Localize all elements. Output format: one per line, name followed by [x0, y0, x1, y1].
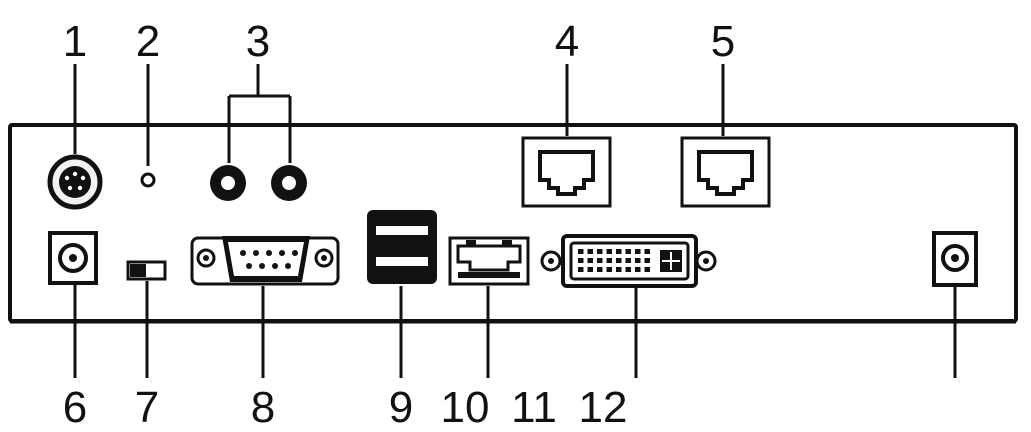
db9-serial-port	[190, 236, 340, 286]
dvi-pin	[644, 258, 650, 263]
callout-10: 10	[441, 383, 490, 432]
mini-din-port	[47, 154, 103, 210]
rj45-port-b	[680, 136, 771, 208]
dvi-pin	[625, 258, 631, 263]
callout-7: 7	[135, 383, 159, 432]
dvi-pin	[578, 249, 584, 254]
callout-9: 9	[389, 383, 413, 432]
reset-pinhole	[140, 172, 156, 188]
dvi-port	[540, 234, 717, 288]
dvi-pin	[597, 249, 603, 254]
callout-12: 12	[579, 383, 628, 432]
dvi-pin	[635, 258, 641, 263]
callout-8: 8	[251, 383, 275, 432]
dvi-pin	[616, 267, 622, 272]
dvi-pin	[606, 249, 612, 254]
dvi-pin	[606, 258, 612, 263]
dvi-pin	[597, 267, 603, 272]
callout-2: 2	[136, 17, 160, 66]
slide-switch	[126, 260, 167, 281]
callout-5: 5	[711, 17, 735, 66]
audio-jacks	[210, 165, 307, 201]
callout-6: 6	[63, 383, 87, 432]
rj45-port-a	[521, 136, 612, 208]
dvi-pin	[587, 249, 593, 254]
chassis	[8, 123, 1018, 324]
dvi-pin	[625, 267, 631, 272]
dvi-pin	[597, 258, 603, 263]
dvi-pin	[644, 249, 650, 254]
callouts-top: 1 2 3 4 5	[63, 17, 735, 66]
dvi-pin	[625, 249, 631, 254]
callout-4: 4	[555, 17, 579, 66]
usb-ports	[367, 210, 437, 284]
power-jack-right	[932, 231, 978, 287]
callout-11: 11	[511, 383, 557, 432]
sfp-port	[448, 236, 530, 286]
dvi-pin	[578, 258, 584, 263]
dvi-pin	[578, 267, 584, 272]
dvi-pin	[635, 267, 641, 272]
callout-3: 3	[246, 17, 270, 66]
dvi-pin	[606, 267, 612, 272]
dvi-pin	[616, 249, 622, 254]
dvi-pin	[587, 258, 593, 263]
dvi-pin	[644, 267, 650, 272]
power-jack	[48, 231, 98, 285]
dvi-pin	[616, 258, 622, 263]
dvi-pin	[635, 249, 641, 254]
dvi-pin	[587, 267, 593, 272]
callouts-bottom: 6 7 8 9 10 11 12	[63, 383, 628, 432]
callout-1: 1	[63, 17, 87, 66]
leader-lines	[73, 64, 957, 378]
